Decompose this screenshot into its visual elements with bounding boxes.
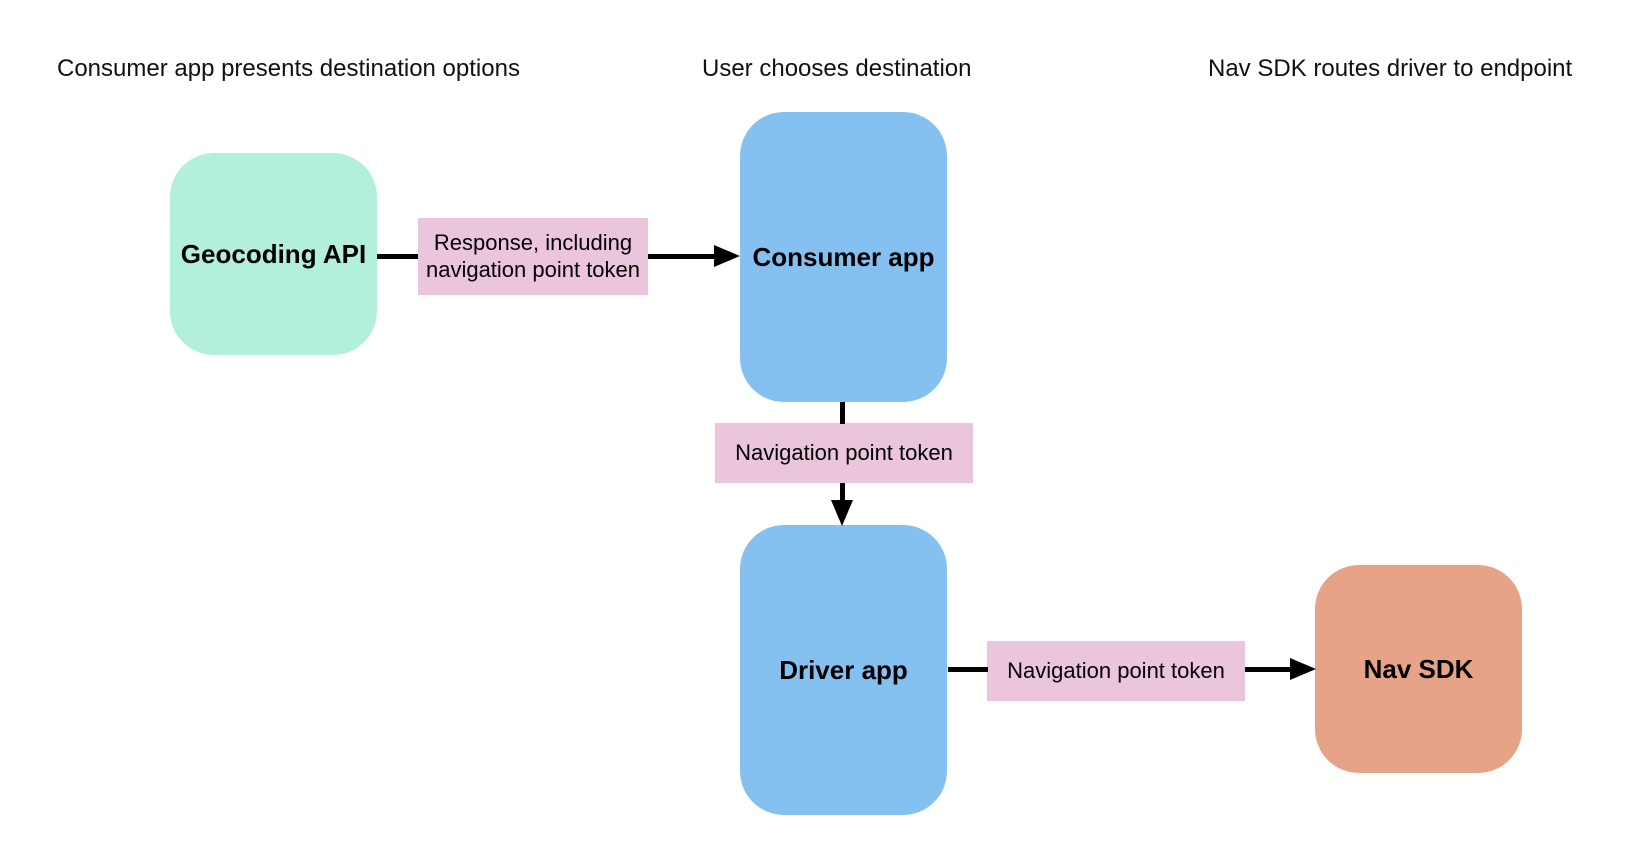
stage-caption-consumer-presents: Consumer app presents destination option…: [57, 55, 520, 82]
arrowhead-down-icon: [831, 500, 853, 526]
node-driver-app: Driver app: [740, 525, 947, 815]
node-consumer-app: Consumer app: [740, 112, 947, 402]
node-geocoding-api: Geocoding API: [170, 153, 377, 355]
node-label-nav-sdk: Nav SDK: [1363, 653, 1474, 684]
node-nav-sdk: Nav SDK: [1315, 565, 1522, 773]
arrow-line-geocoding-to-label: [377, 254, 418, 259]
edge-label-navigation-point-token-horizontal: Navigation point token: [987, 641, 1245, 701]
edge-label-navigation-point-token-vertical: Navigation point token: [715, 423, 973, 483]
node-label-consumer-app: Consumer app: [752, 241, 935, 272]
arrow-line-label-to-navsdk: [1245, 667, 1291, 672]
edge-label-response-including-token: Response, including navigation point tok…: [418, 218, 648, 295]
arrowhead-right-icon: [1290, 658, 1316, 680]
node-label-geocoding-api: Geocoding API: [180, 238, 367, 269]
stage-caption-user-chooses: User chooses destination: [702, 55, 972, 82]
stage-caption-navsdk-routes: Nav SDK routes driver to endpoint: [1208, 55, 1573, 82]
node-label-driver-app: Driver app: [779, 654, 908, 685]
arrowhead-right-icon: [714, 245, 740, 267]
arrow-line-driver-to-label: [948, 667, 988, 672]
arrow-line-label-to-consumer: [648, 254, 718, 259]
arrow-line-label-to-driver: [840, 483, 845, 501]
arrow-line-consumer-to-label: [840, 402, 845, 424]
